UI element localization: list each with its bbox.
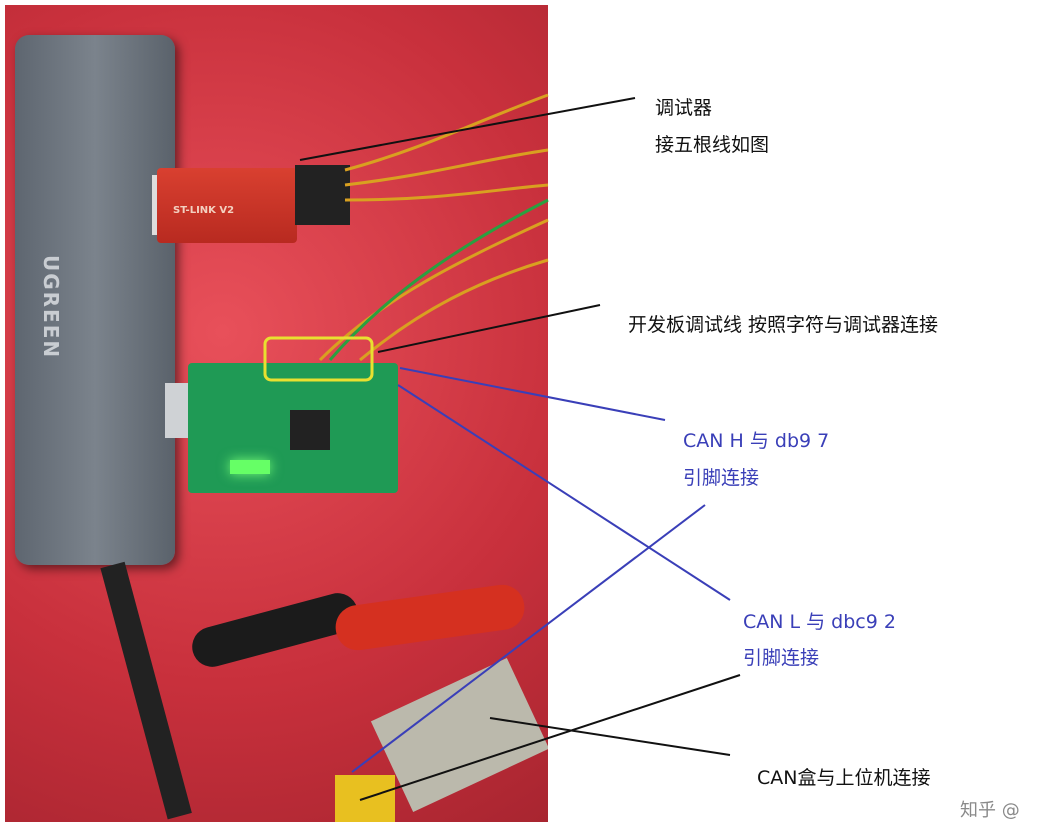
debugger-title: 调试器: [655, 97, 713, 119]
pointer-can-box: [489, 717, 731, 756]
board-debug-label: 开发板调试线 按照字符与调试器连接: [628, 314, 939, 336]
pointer-can-l-db9: [359, 674, 741, 801]
can-h-label-2: 引脚连接: [683, 467, 760, 489]
can-l-label: CAN L 与 dbc9 2: [743, 611, 896, 633]
can-l-label-2: 引脚连接: [743, 647, 820, 669]
pointer-board-debug: [377, 304, 601, 353]
can-h-label: CAN H 与 db9 7: [683, 430, 830, 452]
pointer-can-h: [399, 367, 666, 421]
pointer-can-h-db9: [351, 504, 706, 773]
pointer-can-l: [397, 384, 731, 601]
stlink-label: ST-LINK V2: [173, 205, 235, 216]
hardware-photo: UGREEN ST-LINK V2: [5, 5, 548, 822]
mcu-chip: [290, 410, 330, 450]
usb-hub: [15, 35, 175, 565]
stlink-debugger: [157, 168, 297, 243]
highlight-box: [263, 336, 374, 382]
wires: [318, 93, 549, 362]
watermark: 知乎 @: [960, 800, 1020, 821]
board-leds: [230, 460, 270, 474]
debug-connector: [295, 165, 350, 225]
can-box-label: CAN盒与上位机连接: [757, 767, 931, 789]
debugger-desc: 接五根线如图: [655, 134, 770, 156]
pointer-debugger: [299, 97, 636, 161]
green-wire: [328, 198, 549, 361]
